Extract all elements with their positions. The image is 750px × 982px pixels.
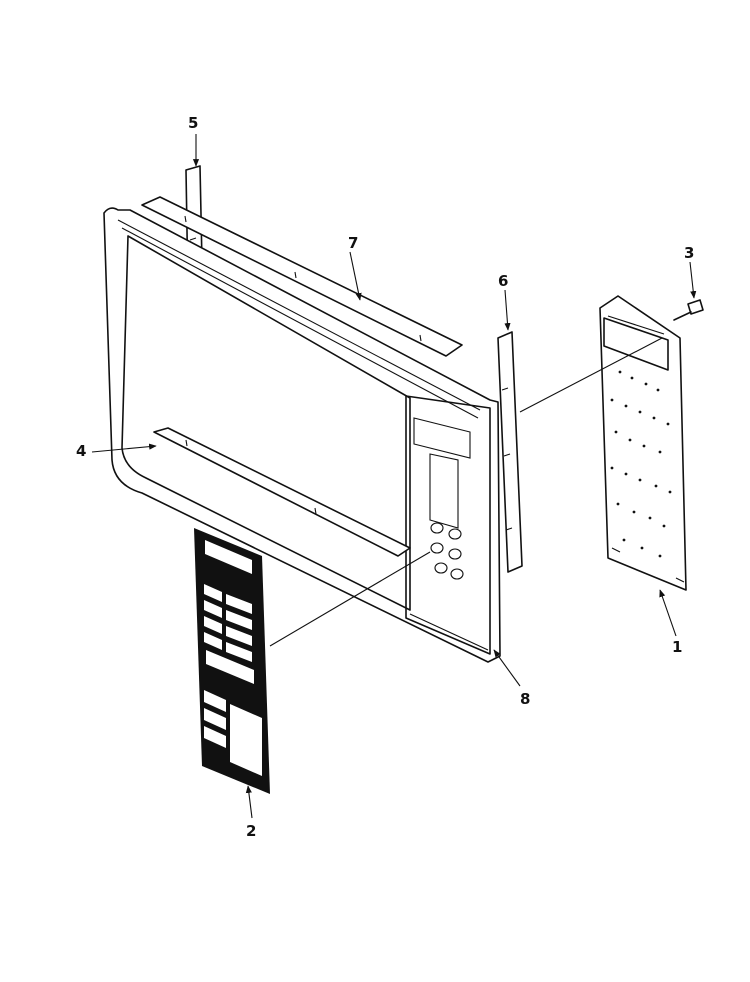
label-8: 8: [520, 690, 530, 708]
label-1: 1: [672, 638, 682, 656]
bracket-bottom-part: [153, 427, 411, 557]
label-7: 7: [348, 234, 358, 252]
label-5: 5: [188, 114, 198, 132]
circuit-board-part: [599, 295, 687, 591]
leader-lines: [269, 337, 663, 647]
callout-arrows: [91, 134, 697, 819]
label-3: 3: [684, 244, 694, 262]
label-6: 6: [498, 272, 508, 290]
label-4: 4: [76, 442, 86, 460]
circuit-dots: [610, 370, 672, 558]
keypad-overlay-part: [194, 528, 270, 794]
screw-part: [673, 299, 704, 321]
label-2: 2: [246, 822, 256, 840]
bracket-top-part: [141, 196, 463, 357]
bracket-right-part: [497, 331, 523, 573]
